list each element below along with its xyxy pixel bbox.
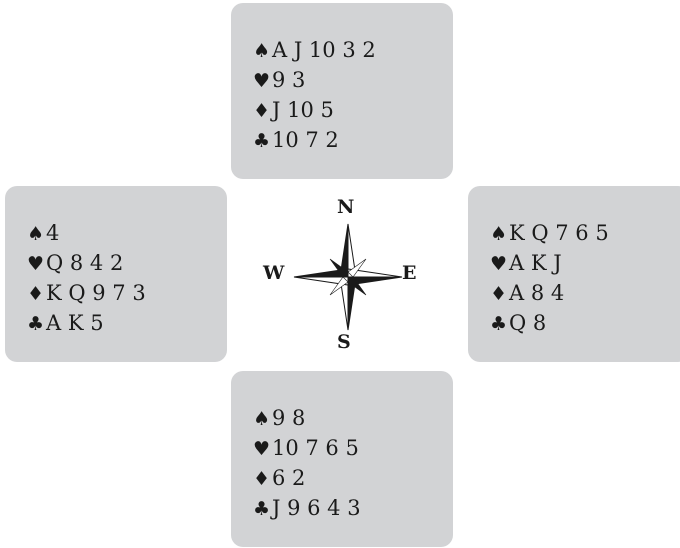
south-clubs: J 9 6 4 3 [272,496,361,520]
south-diamonds-row: ♦6 2 [253,463,453,493]
north-hand: ♠A J 10 3 2 ♥9 3 ♦J 10 5 ♣10 7 2 [231,3,453,179]
west-spades-row: ♠4 [27,218,227,248]
west-diamonds-row: ♦K Q 9 7 3 [27,278,227,308]
south-diamonds: 6 2 [272,466,306,490]
east-clubs: Q 8 [509,311,547,335]
spade-icon: ♠ [490,223,508,245]
compass-north-label: N [337,196,355,218]
north-clubs-row: ♣10 7 2 [253,125,453,155]
north-hearts: 9 3 [272,68,306,92]
south-hearts-row: ♥10 7 6 5 [253,433,453,463]
south-spades-row: ♠9 8 [253,403,453,433]
east-hearts: A K J [509,251,562,275]
diamond-icon: ♦ [27,283,45,305]
east-spades-row: ♠K Q 7 6 5 [490,218,680,248]
diamond-icon: ♦ [253,468,271,490]
north-clubs: 10 7 2 [272,128,339,152]
heart-icon: ♥ [253,70,271,92]
south-hearts: 10 7 6 5 [272,436,359,460]
north-spades: A J 10 3 2 [272,38,376,62]
west-spades: 4 [46,221,60,245]
spade-icon: ♠ [253,408,271,430]
club-icon: ♣ [27,313,45,335]
east-diamonds-row: ♦A 8 4 [490,278,680,308]
compass-west-label: W [263,262,285,284]
club-icon: ♣ [253,130,271,152]
east-hearts-row: ♥A K J [490,248,680,278]
south-spades: 9 8 [272,406,306,430]
west-clubs-row: ♣A K 5 [27,308,227,338]
heart-icon: ♥ [27,253,45,275]
south-clubs-row: ♣J 9 6 4 3 [253,493,453,523]
north-spades-row: ♠A J 10 3 2 [253,35,453,65]
heart-icon: ♥ [490,253,508,275]
club-icon: ♣ [253,498,271,520]
compass-rose-icon [293,223,403,331]
east-hand: ♠K Q 7 6 5 ♥A K J ♦A 8 4 ♣Q 8 [468,186,680,362]
west-hearts: Q 8 4 2 [46,251,124,275]
compass-east-label: E [402,262,417,284]
west-diamonds: K Q 9 7 3 [46,281,146,305]
west-hand: ♠4 ♥Q 8 4 2 ♦K Q 9 7 3 ♣A K 5 [5,186,227,362]
east-diamonds: A 8 4 [509,281,565,305]
diamond-icon: ♦ [253,100,271,122]
club-icon: ♣ [490,313,508,335]
west-clubs: A K 5 [46,311,104,335]
north-hearts-row: ♥9 3 [253,65,453,95]
spade-icon: ♠ [27,223,45,245]
south-hand: ♠9 8 ♥10 7 6 5 ♦6 2 ♣J 9 6 4 3 [231,371,453,547]
heart-icon: ♥ [253,438,271,460]
east-clubs-row: ♣Q 8 [490,308,680,338]
compass-south-label: S [337,331,351,353]
spade-icon: ♠ [253,40,271,62]
diamond-icon: ♦ [490,283,508,305]
north-diamonds-row: ♦J 10 5 [253,95,453,125]
east-spades: K Q 7 6 5 [509,221,609,245]
west-hearts-row: ♥Q 8 4 2 [27,248,227,278]
north-diamonds: J 10 5 [272,98,334,122]
